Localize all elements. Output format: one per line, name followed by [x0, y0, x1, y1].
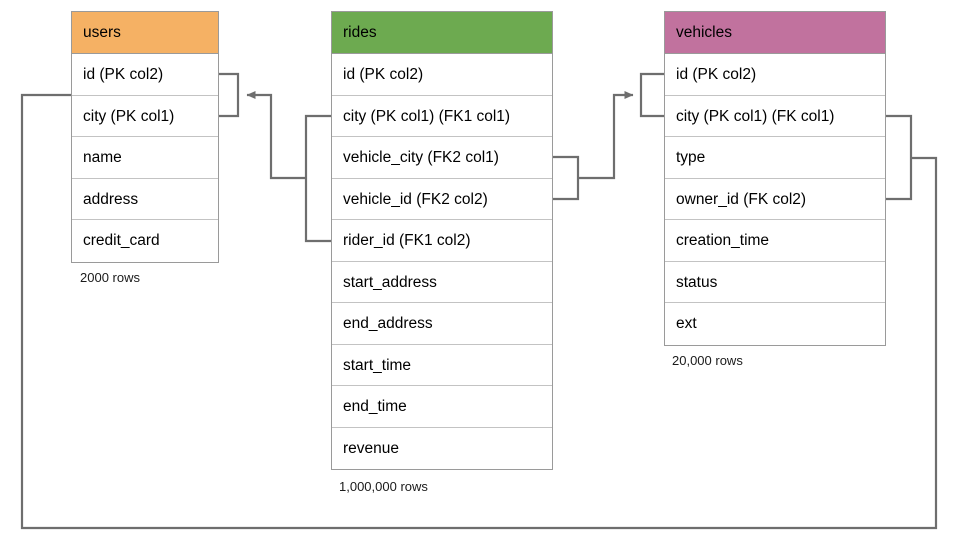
- entity-rides-field-rider-id[interactable]: rider_id (FK1 col2): [332, 220, 552, 262]
- entity-users-rowcount: 2000 rows: [80, 270, 140, 285]
- entity-rides-field-vehicle-city[interactable]: vehicle_city (FK2 col1): [332, 137, 552, 179]
- connector-fk2-vehicles-bracket: [639, 72, 664, 118]
- entity-rides-field-id[interactable]: id (PK col2): [332, 54, 552, 96]
- entity-rides-title: rides: [332, 12, 552, 54]
- connector-fk1-link: [246, 91, 306, 180]
- entity-rides-field-start-time[interactable]: start_time: [332, 345, 552, 386]
- entity-rides-field-end-time[interactable]: end_time: [332, 386, 552, 428]
- entity-vehicles-field-creation-time[interactable]: creation_time: [665, 220, 885, 262]
- entity-rides-field-city[interactable]: city (PK col1) (FK1 col1): [332, 96, 552, 137]
- entity-rides-field-start-address[interactable]: start_address: [332, 262, 552, 303]
- entity-users-field-credit-card[interactable]: credit_card: [83, 232, 160, 249]
- entity-vehicles-field-id[interactable]: id (PK col2): [665, 54, 885, 96]
- entity-users-field-address[interactable]: address: [72, 179, 218, 220]
- entity-rides-rowcount: 1,000,000 rows: [339, 479, 428, 494]
- connector-fk2-link: [578, 91, 634, 180]
- connector-fk1-users-bracket: [219, 72, 240, 118]
- entity-users-field-name[interactable]: name: [72, 137, 218, 179]
- entity-vehicles-title: vehicles: [665, 12, 885, 54]
- connector-fk2-rides-bracket: [553, 155, 580, 201]
- entity-rides-field-end-address[interactable]: end_address: [332, 303, 552, 345]
- entity-rides-field-vehicle-id[interactable]: vehicle_id (FK2 col2): [332, 179, 552, 220]
- connector-fk1-rides-bracket: [304, 114, 331, 243]
- connector-fk3-vehicles-bracket: [886, 114, 913, 201]
- entity-users-field-id[interactable]: id (PK col2): [72, 54, 218, 96]
- entity-users[interactable]: users id (PK col2) city (PK col1) name a…: [71, 11, 219, 263]
- entity-rides[interactable]: rides id (PK col2) city (PK col1) (FK1 c…: [331, 11, 553, 470]
- entity-vehicles-rowcount: 20,000 rows: [672, 353, 743, 368]
- entity-vehicles-field-status[interactable]: status: [665, 262, 885, 303]
- entity-vehicles-field-owner-id[interactable]: owner_id (FK col2): [665, 179, 885, 220]
- entity-vehicles[interactable]: vehicles id (PK col2) city (PK col1) (FK…: [664, 11, 886, 346]
- entity-rides-field-revenue[interactable]: revenue: [343, 439, 400, 457]
- entity-vehicles-field-ext[interactable]: ext: [676, 315, 697, 332]
- entity-users-field-city[interactable]: city (PK col1): [72, 96, 218, 137]
- entity-users-title: users: [72, 12, 218, 54]
- entity-vehicles-field-city[interactable]: city (PK col1) (FK col1): [665, 96, 885, 137]
- entity-vehicles-field-type[interactable]: type: [665, 137, 885, 179]
